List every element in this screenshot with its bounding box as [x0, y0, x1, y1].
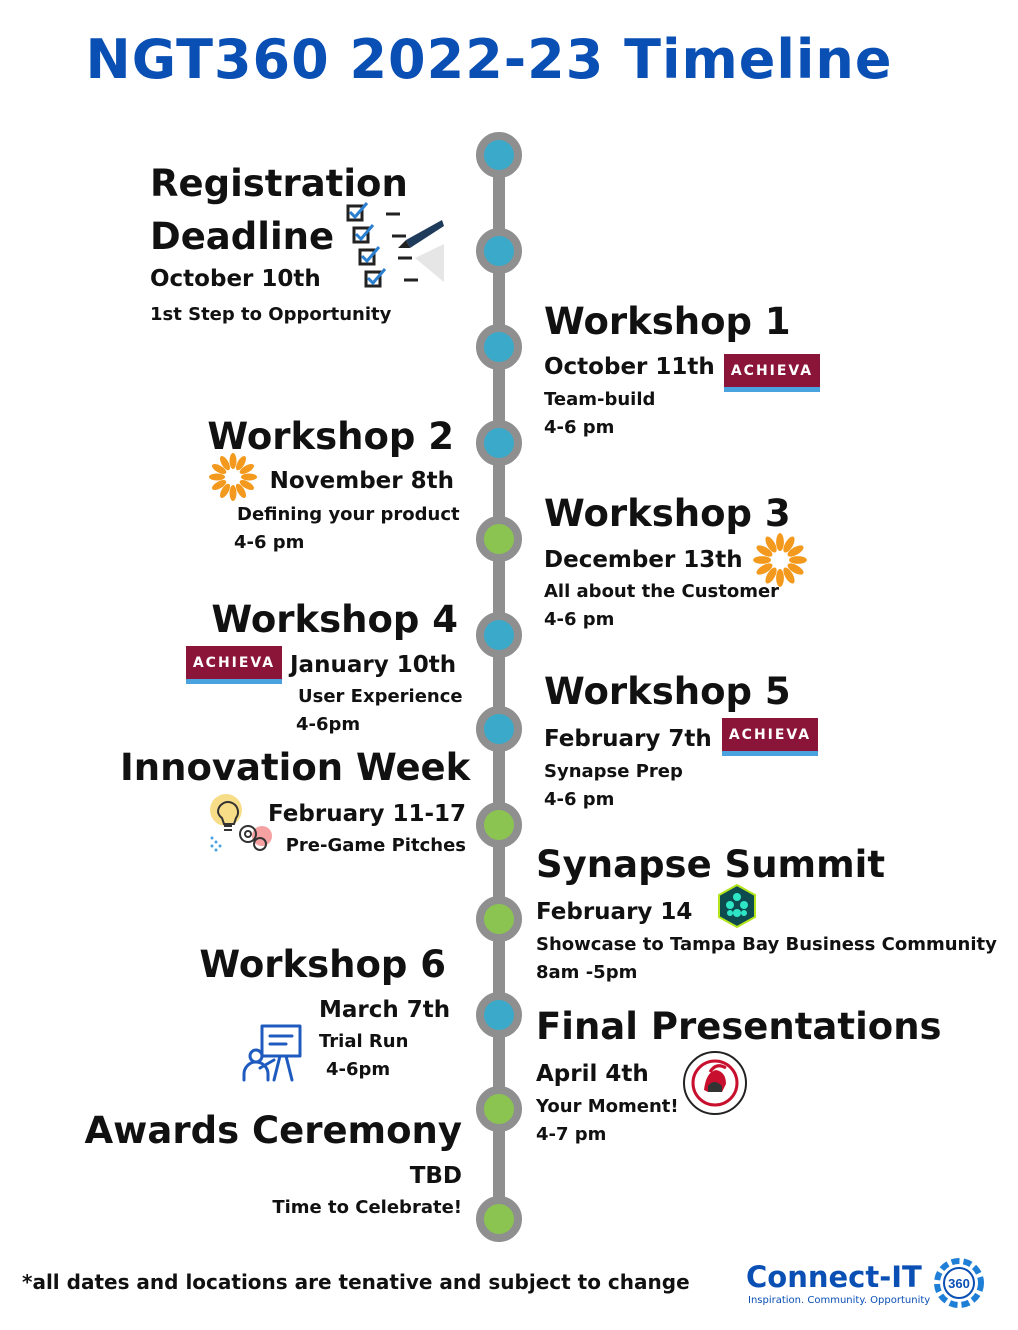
spartans-seal-icon	[683, 1051, 747, 1115]
final-date: April 4th	[536, 1061, 649, 1087]
workshop6-time: 4-6pm	[326, 1059, 391, 1080]
achieva-logo: ACHIEVA	[724, 354, 820, 392]
awards-title: Awards Ceremony	[84, 1109, 462, 1152]
workshop2-title: Workshop 2	[207, 415, 454, 458]
synapse-title: Synapse Summit	[536, 843, 886, 886]
timeline-node	[476, 706, 522, 752]
sunburst-icon	[753, 533, 807, 587]
brand-badge: 360	[948, 1276, 970, 1291]
synapse-date: February 14	[536, 899, 693, 925]
timeline-node	[476, 992, 522, 1038]
workshop3-title: Workshop 3	[544, 492, 791, 535]
innovation-date: February 11-17	[268, 801, 466, 827]
synapse-time: 8am -5pm	[536, 962, 638, 983]
disclaimer-footnote: *all dates and locations are tenative an…	[22, 1270, 690, 1294]
workshop3-desc: All about the Customer	[544, 581, 780, 602]
final-desc: Your Moment!	[536, 1096, 679, 1117]
lightbulb-gears-icon	[210, 794, 272, 852]
gear-icon: 360	[934, 1258, 984, 1308]
timeline-node	[476, 516, 522, 562]
workshop4-title: Workshop 4	[211, 598, 458, 641]
timeline-node	[476, 1196, 522, 1242]
workshop5-time: 4-6 pm	[544, 789, 615, 810]
workshop4-desc: User Experience	[298, 686, 463, 707]
workshop2-desc: Defining your product	[237, 504, 460, 525]
checklist-icon	[346, 202, 444, 288]
workshop6-title: Workshop 6	[199, 943, 446, 986]
registration-title-line2: Deadline	[150, 215, 335, 258]
workshop6-desc: Trial Run	[319, 1031, 409, 1052]
timeline-node	[476, 612, 522, 658]
registration-date: October 10th	[150, 266, 321, 292]
brand-name: Connect-IT	[746, 1260, 922, 1294]
workshop2-date: November 8th	[269, 468, 454, 494]
timeline-node	[476, 324, 522, 370]
workshop6-date: March 7th	[319, 997, 451, 1023]
brand-tagline: Inspiration. Community. Opportunity	[748, 1295, 931, 1306]
workshop1-time: 4-6 pm	[544, 417, 615, 438]
workshop1-desc: Team-build	[544, 389, 656, 410]
workshop4-date: January 10th	[290, 652, 457, 678]
workshop5-desc: Synapse Prep	[544, 761, 683, 782]
presenter-icon	[242, 1024, 302, 1082]
innovation-desc: Pre-Game Pitches	[285, 835, 466, 856]
workshop1-date: October 11th	[544, 354, 715, 380]
awards-date: TBD	[409, 1163, 462, 1189]
workshop1-title: Workshop 1	[544, 300, 791, 343]
awards-desc: Time to Celebrate!	[272, 1197, 462, 1218]
sunburst-icon	[209, 453, 257, 501]
timeline-node	[476, 132, 522, 178]
workshop4-time: 4-6pm	[296, 714, 361, 735]
timeline-spine	[493, 150, 505, 1220]
workshop3-time: 4-6 pm	[544, 609, 615, 630]
synapse-desc: Showcase to Tampa Bay Business Community	[536, 934, 997, 955]
innovation-title: Innovation Week	[120, 746, 471, 789]
timeline-node	[476, 228, 522, 274]
achieva-logo: ACHIEVA	[722, 718, 818, 756]
registration-desc: 1st Step to Opportunity	[150, 304, 392, 325]
workshop5-date: February 7th	[544, 726, 712, 752]
workshop3-date: December 13th	[544, 547, 743, 573]
page-title: NGT360 2022-23 Timeline	[85, 28, 893, 91]
timeline-node	[476, 802, 522, 848]
workshop5-title: Workshop 5	[544, 670, 791, 713]
hexagon-logo-icon	[718, 883, 756, 929]
timeline-node	[476, 896, 522, 942]
workshop2-time: 4-6 pm	[234, 532, 305, 553]
final-title: Final Presentations	[536, 1005, 942, 1048]
timeline-node	[476, 1086, 522, 1132]
achieva-logo: ACHIEVA	[186, 646, 282, 684]
final-time: 4-7 pm	[536, 1124, 607, 1145]
registration-title-line1: Registration	[150, 162, 408, 205]
timeline-node	[476, 420, 522, 466]
